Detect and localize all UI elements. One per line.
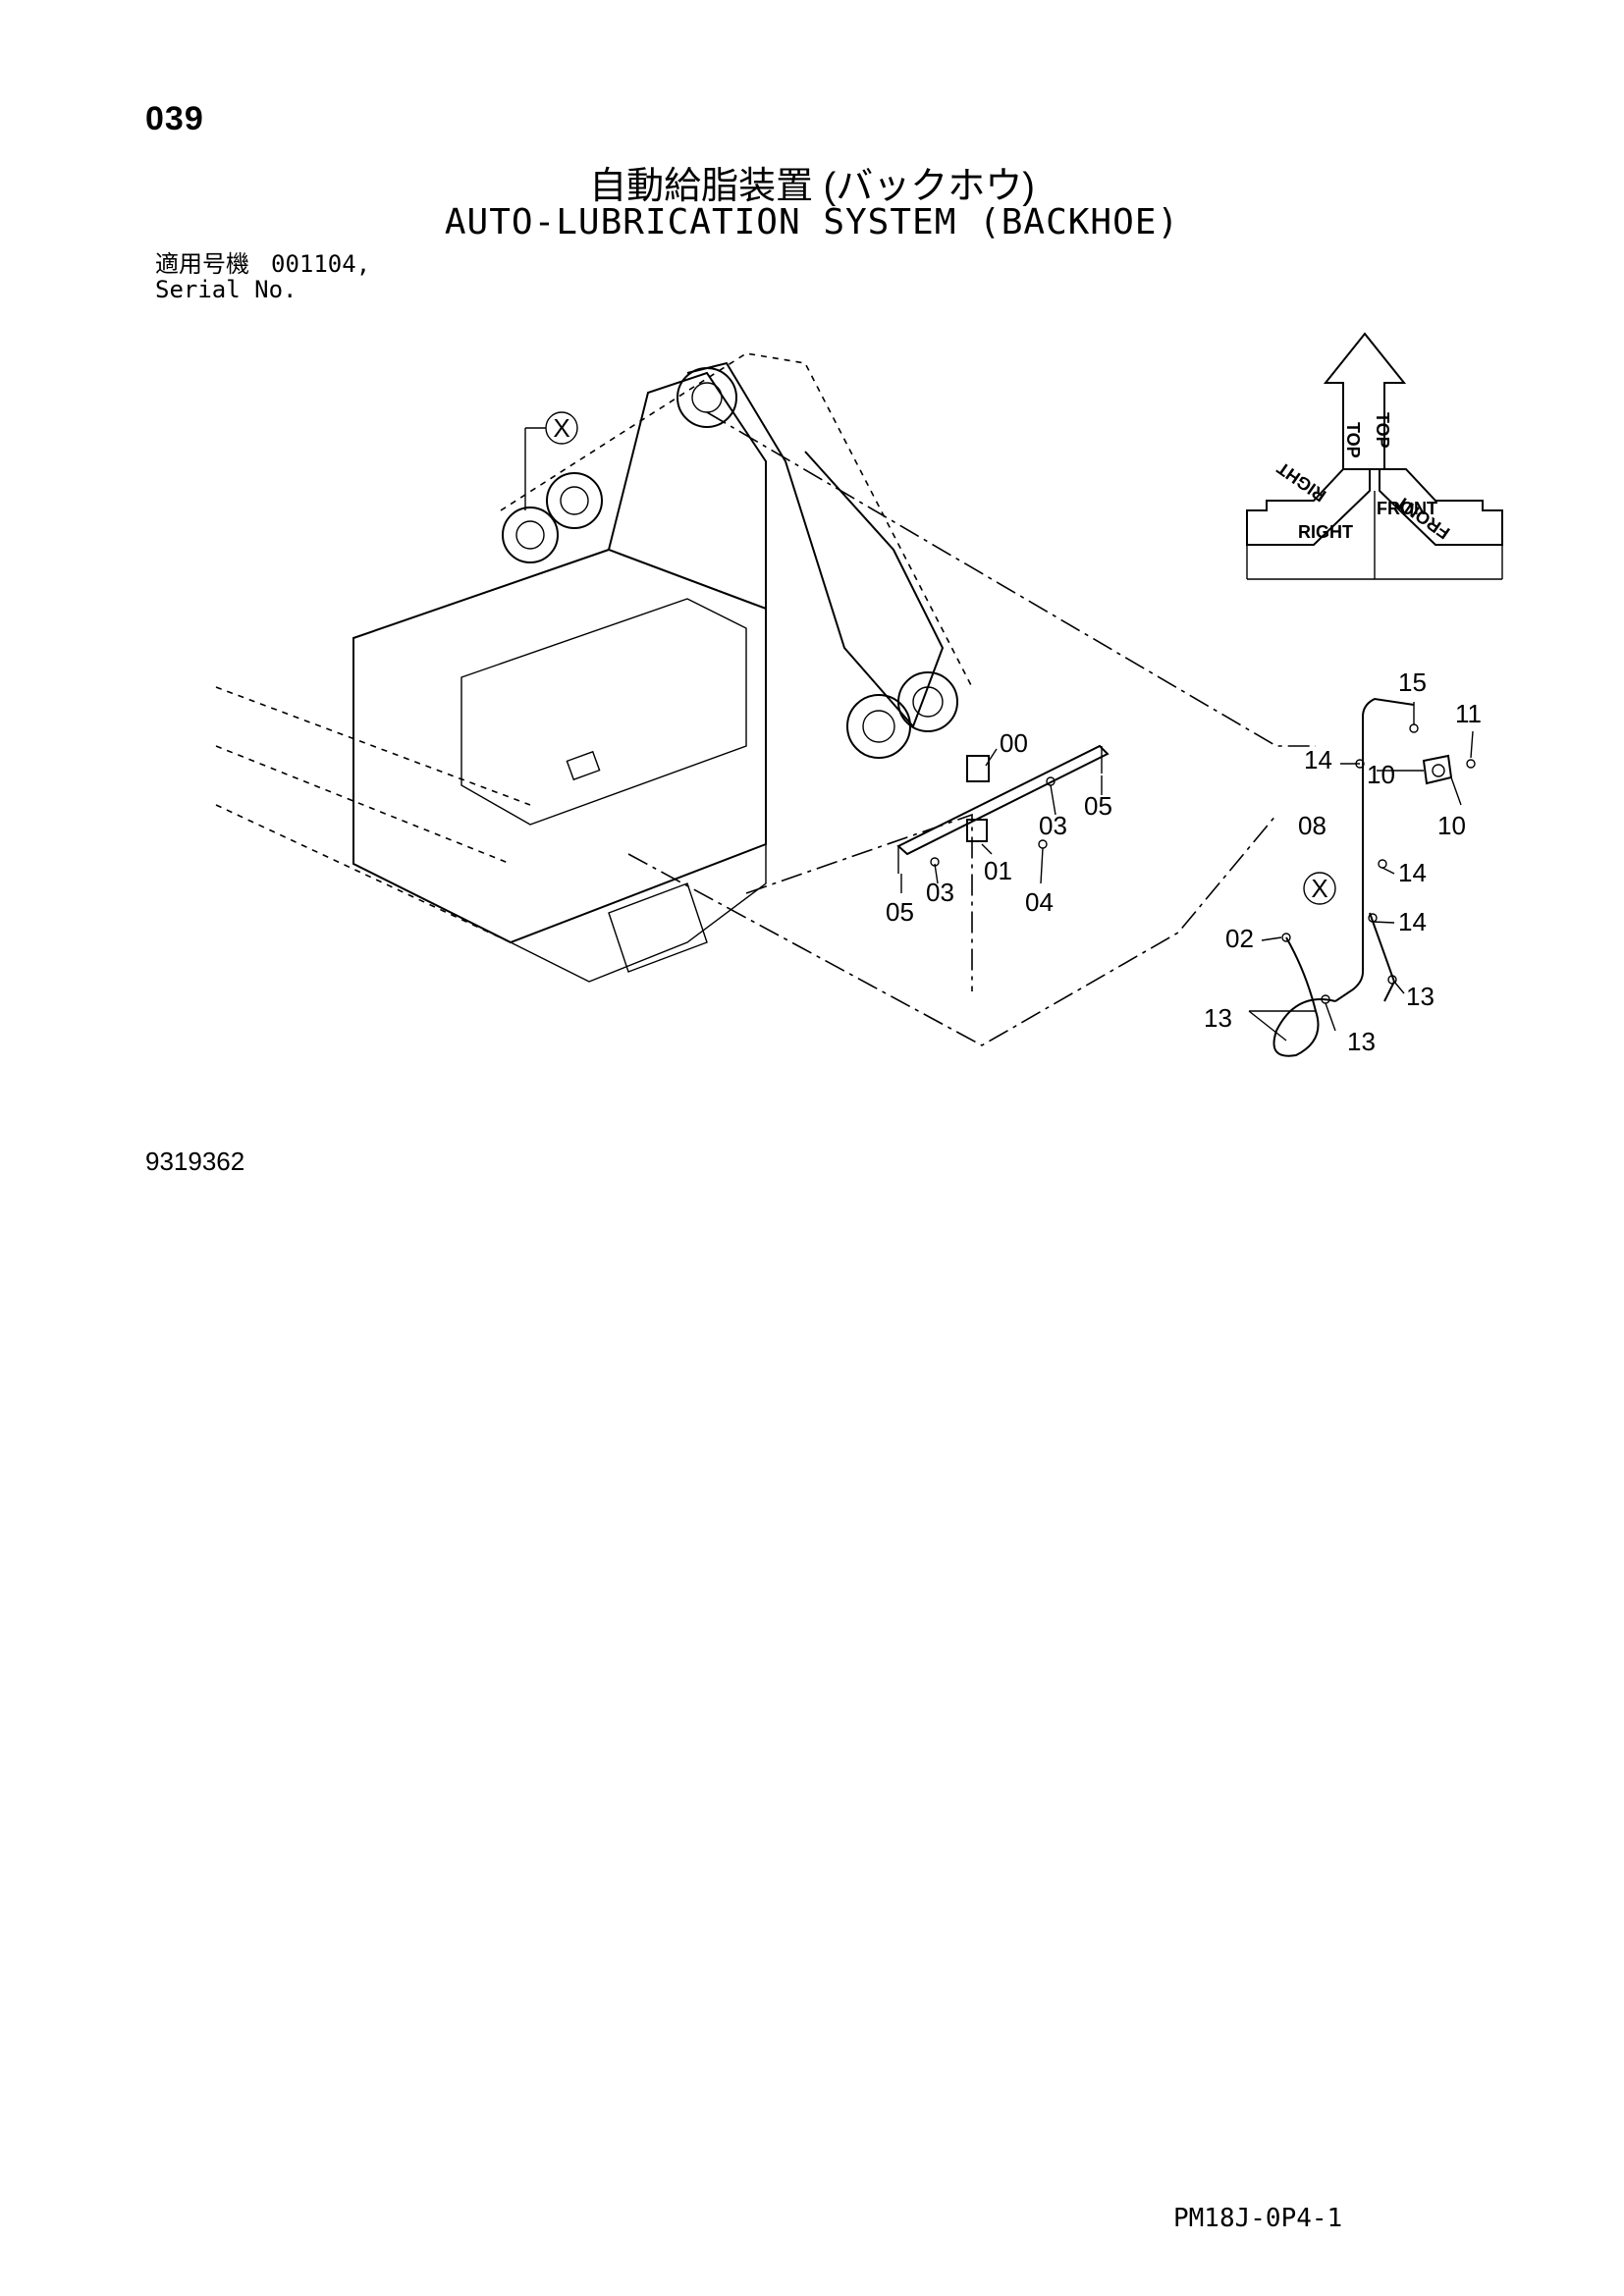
callout-10-left: 10 xyxy=(1367,760,1395,789)
callout-03-left: 03 xyxy=(926,878,954,907)
hose-08-lower xyxy=(1334,815,1364,1002)
pin-boss-5 xyxy=(897,671,958,732)
clamp-13-b xyxy=(1387,975,1397,985)
boom-bracket-right xyxy=(686,361,945,728)
title-english: AUTO-LUBRICATION SYSTEM (BACKHOE) xyxy=(444,202,1180,242)
leader-13-left-a xyxy=(1248,1010,1287,1041)
figure-number: 9319362 xyxy=(145,1147,245,1176)
bolt-04 xyxy=(1038,839,1048,849)
pin-boss-1-inner xyxy=(515,520,545,550)
top-arrow-shape xyxy=(1323,332,1407,470)
phantom-lines xyxy=(627,411,1316,1046)
orientation-label-right-1: RIGHT xyxy=(1273,458,1329,507)
clamp-15 xyxy=(1409,723,1419,733)
title-japanese: 自動給脂装置 (バックホウ) xyxy=(589,166,1035,207)
clamp-14-mid xyxy=(1378,859,1387,869)
view-x-label-frame: X xyxy=(553,413,569,443)
serial-label-en: Serial No. xyxy=(155,276,298,303)
frame-plate-hole xyxy=(566,750,601,781)
leader-01 xyxy=(981,843,993,855)
hose-08-upper xyxy=(1362,697,1415,815)
pin-boss-3-inner xyxy=(691,382,723,413)
pin-boss-2-inner xyxy=(560,486,589,515)
pin-boss-5-inner xyxy=(912,686,944,718)
view-x-marker-frame: X xyxy=(524,411,578,510)
boom-bracket-left xyxy=(608,371,767,609)
bracket-clamp xyxy=(966,819,988,842)
callout-14-mid: 14 xyxy=(1398,858,1427,887)
leader-11 xyxy=(1470,730,1474,759)
callout-11: 11 xyxy=(1455,699,1482,728)
pin-boss-4-inner xyxy=(862,710,895,743)
bracket-assembly xyxy=(896,744,1110,874)
boom-bracket-hidden-lines xyxy=(500,352,973,688)
view-x-circle-hose xyxy=(1303,872,1336,905)
frame-inner-cavity xyxy=(460,598,747,826)
leader-13-bottom xyxy=(1325,1002,1336,1032)
frame-front-plate xyxy=(608,882,708,973)
hose-14-branch xyxy=(1369,912,1396,1002)
callout-01: 01 xyxy=(984,856,1012,885)
leader-03-right xyxy=(1050,784,1056,816)
orientation-label-top-1: TOP xyxy=(1343,422,1363,458)
fitting-10 xyxy=(1422,754,1453,785)
serial-block: 適用号機 001104, Serial No. xyxy=(155,251,370,302)
leader-14-mid xyxy=(1381,867,1395,875)
pin-boss-1 xyxy=(502,507,559,563)
leader-00 xyxy=(985,748,998,767)
frame-extension-hidden-lines xyxy=(215,686,531,943)
serial-label-jp: 適用号機 xyxy=(155,250,249,278)
callout-02: 02 xyxy=(1225,924,1254,953)
serial-value: 001104, xyxy=(271,250,371,278)
front-arrow-shape xyxy=(1379,468,1503,546)
orientation-label-front-2: FRONT xyxy=(1377,499,1437,518)
fitting-10-hole xyxy=(1432,764,1445,777)
bolt-11 xyxy=(1466,759,1476,769)
phantom-line-mid xyxy=(745,813,973,991)
frame-bottom xyxy=(510,844,767,983)
callout-15: 15 xyxy=(1398,667,1427,697)
callout-leaders xyxy=(900,702,1474,1041)
callout-00: 00 xyxy=(1000,728,1028,758)
leader-02 xyxy=(1261,936,1282,941)
leader-13-right xyxy=(1393,981,1405,994)
hose-02-end xyxy=(1281,933,1291,942)
callout-14-low: 14 xyxy=(1398,907,1427,936)
frame-main-body xyxy=(352,548,767,944)
callout-03-right: 03 xyxy=(1039,811,1067,840)
callout-13-left: 13 xyxy=(1204,1003,1232,1033)
orientation-label-right-2: RIGHT xyxy=(1298,522,1353,542)
leader-14-low xyxy=(1372,921,1395,924)
view-x-label-hose: X xyxy=(1311,874,1327,903)
view-x-marker-hose: X xyxy=(1303,872,1336,905)
pin-boss-3 xyxy=(677,367,737,428)
callout-08: 08 xyxy=(1298,811,1326,840)
machine-frame xyxy=(215,352,973,983)
callout-labels: 00 01 02 03 03 04 05 05 08 10 10 11 13 1… xyxy=(886,667,1482,1056)
right-arrow-shape xyxy=(1246,468,1371,546)
callout-05-right: 05 xyxy=(1084,791,1112,821)
leader-04 xyxy=(1040,847,1044,884)
phantom-line-lower xyxy=(627,814,1277,1046)
serial-row: 適用号機 001104, xyxy=(155,251,370,277)
callout-13-bottom: 13 xyxy=(1347,1027,1376,1056)
orientation-label-top-2: TOP xyxy=(1373,412,1392,449)
callout-13-right: 13 xyxy=(1406,982,1435,1011)
pin-boss-2 xyxy=(546,472,603,529)
pin-boss-4 xyxy=(846,694,911,759)
callout-10-right: 10 xyxy=(1437,811,1466,840)
callout-05-left: 05 xyxy=(886,897,914,927)
callout-04: 04 xyxy=(1025,887,1054,917)
orientation-indicator: TOP TOP RIGHT RIGHT FRONT FRONT xyxy=(1246,332,1503,580)
callout-14-top: 14 xyxy=(1304,745,1332,774)
bracket-bar xyxy=(896,744,1110,856)
page-number: 039 xyxy=(145,100,204,137)
phantom-line-upper xyxy=(706,411,1316,747)
sheet-code: PM18J-0P4-1 xyxy=(1173,2204,1343,2233)
leader-03-left xyxy=(934,863,939,884)
grease-pump-unit xyxy=(966,755,990,782)
leader-10-right xyxy=(1450,776,1462,806)
